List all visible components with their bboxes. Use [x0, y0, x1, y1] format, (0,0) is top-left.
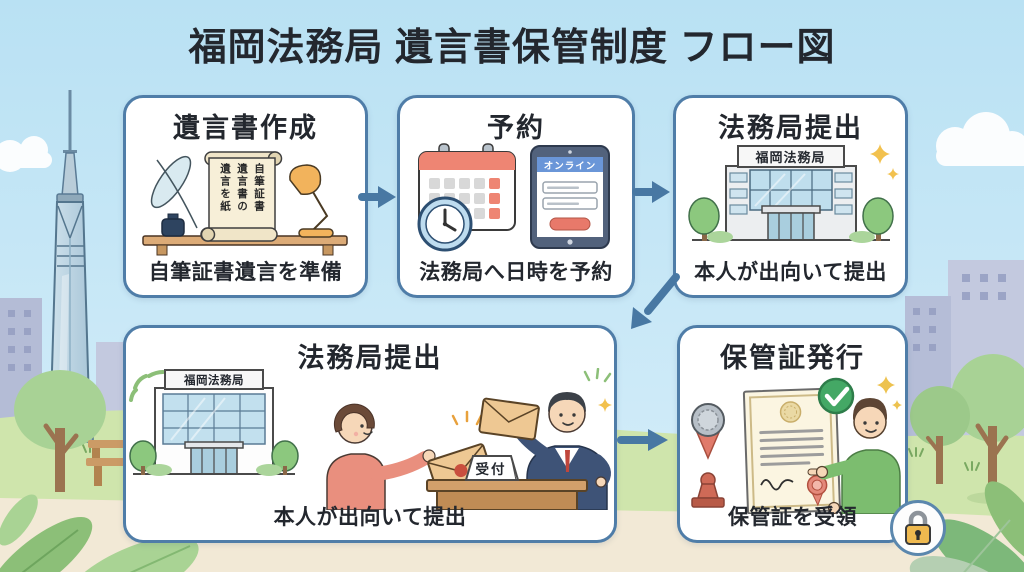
step-card-submission-scene: 法務局提出 [123, 325, 617, 543]
submission-scene-illustration: 福岡法務局 受付 [127, 368, 613, 510]
tree-icon [951, 354, 1024, 504]
step-card-reservation: 予約 [397, 95, 635, 298]
step-card-bureau-submission: 法務局提出 [673, 95, 908, 298]
sparkle-icon [451, 410, 483, 426]
arrow-down-left-icon [631, 273, 680, 329]
woman-figure [326, 403, 436, 510]
step-card-certificate-issuance: 保管証発行 [677, 325, 946, 556]
envelope-icon [478, 397, 540, 441]
step-caption: 本人が出向いて提出 [273, 506, 467, 529]
arrow-right-icon [632, 181, 670, 203]
page-title: 福岡法務局 遺言書保管制度 フロー図 [188, 27, 836, 69]
reception-sign-label: 受付 [475, 462, 507, 477]
cloud-icon [0, 136, 52, 172]
sparkle-icon [869, 144, 899, 180]
scroll-text-column: 遺言を紙 [219, 163, 231, 213]
arrow-right-icon [617, 429, 668, 451]
scroll-text-column: 自筆証書 [253, 163, 265, 213]
will-creation-illustration: 自筆証書 遺言書の 遺言を紙 [135, 140, 357, 256]
tree-icon [910, 386, 970, 484]
desk-lamp-icon [288, 164, 334, 238]
lock-icon [905, 510, 931, 545]
ink-bottle-icon [160, 213, 185, 237]
cloud-icon [936, 112, 1024, 166]
fukuoka-tower [46, 90, 94, 443]
building-sign: 福岡法務局 [755, 150, 826, 165]
clock-icon [417, 196, 473, 252]
building-sign: 福岡法務局 [184, 374, 244, 387]
tree-icon [14, 370, 106, 492]
check-icon [817, 377, 854, 415]
certificate-illustration [682, 368, 904, 514]
lock-badge [890, 500, 946, 556]
bureau-building-illustration: 福岡法務局 [680, 140, 902, 256]
step-caption: 保管証を受領 [728, 506, 857, 529]
sparkle-icon [583, 368, 612, 412]
reservation-illustration: オンライン [405, 140, 627, 256]
step-caption: 法務局へ日時を予約 [419, 261, 613, 284]
step-caption: 本人が出向いて提出 [694, 261, 887, 284]
step-caption: 自筆証書遺言を準備 [148, 261, 343, 284]
medal-icon [690, 403, 725, 460]
scroll-text-column: 遺言書の [236, 163, 248, 213]
step-card-will-creation: 遺言書作成 [123, 95, 368, 298]
tablet-online-header: オンライン [543, 160, 597, 172]
